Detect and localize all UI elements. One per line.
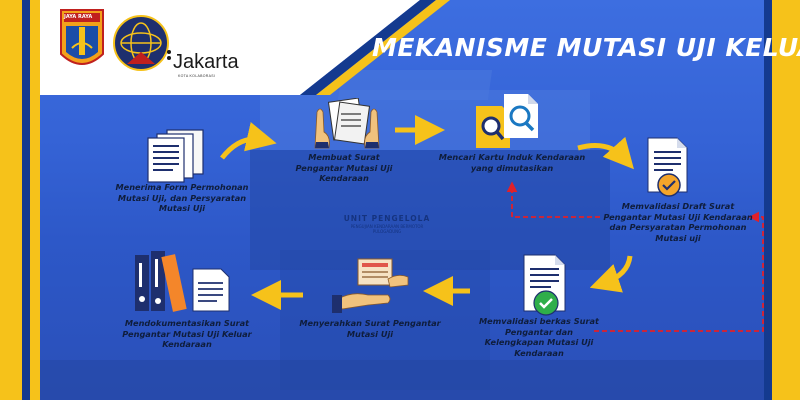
hands-holding-paper-icon	[314, 98, 380, 149]
left-stripe-navy	[22, 0, 30, 400]
jakarta-brand-mark-icon	[167, 50, 171, 60]
dishub-logo	[113, 15, 169, 71]
step-5-caption: Memvalidasi berkas Surat Pengantar dan K…	[479, 316, 599, 358]
jaya-raya-logo	[60, 9, 104, 65]
return-arrow-step5-to-step4	[594, 211, 764, 332]
left-stripe-yellow	[0, 0, 22, 400]
left-stripe-yellow-2	[30, 0, 40, 400]
step-1-caption: Menerima Form Permohonan Mutasi Uji, dan…	[115, 182, 249, 213]
jakarta-brand-name: Jakarta	[173, 51, 239, 73]
document-check-icon	[647, 137, 688, 197]
step-2-caption: Membuat Surat Pengantar Mutasi Uji Kenda…	[295, 152, 393, 183]
jaya-raya-label: JAYA RAYA	[64, 14, 93, 20]
binders-icon	[135, 251, 230, 312]
sign-line-1: UNIT PENGELOLA	[343, 214, 431, 223]
right-stripe-yellow	[772, 0, 800, 400]
step-4-caption: Memvalidasi Draft Surat Pengantar Mutasi…	[603, 201, 753, 243]
sign-line-2: PENGUJIAN KENDARAAN BERMOTOR	[350, 224, 424, 229]
document-stack-icon	[147, 129, 204, 183]
right-stripe-navy	[764, 0, 772, 400]
search-document-icon	[476, 94, 538, 148]
step-7-caption: Mendokumentasikan Surat Pengantar Mutasi…	[122, 318, 252, 349]
handover-document-icon	[332, 258, 409, 313]
sign-line-3: PULOGADUNG	[372, 229, 402, 234]
arrow-step4-to-step5	[589, 255, 633, 293]
return-arrow-step4-to-step3	[506, 181, 600, 218]
page-title: MEKANISME MUTASI UJI KELUAR	[372, 33, 800, 62]
jakarta-brand-sub: KOTA KOLABORASI	[178, 74, 216, 78]
step-3-caption: Mencari Kartu Induk Kendaraan yang dimut…	[438, 152, 586, 173]
header-band	[40, 0, 450, 95]
step-6-caption: Menyerahkan Surat Pengantar Mutasi Uji	[299, 318, 441, 339]
document-check-green-icon	[523, 254, 566, 316]
arrow-step1-to-step2	[220, 122, 277, 160]
ground	[0, 360, 800, 400]
building-body	[250, 150, 610, 270]
arrow-step3-to-step4	[577, 136, 634, 170]
